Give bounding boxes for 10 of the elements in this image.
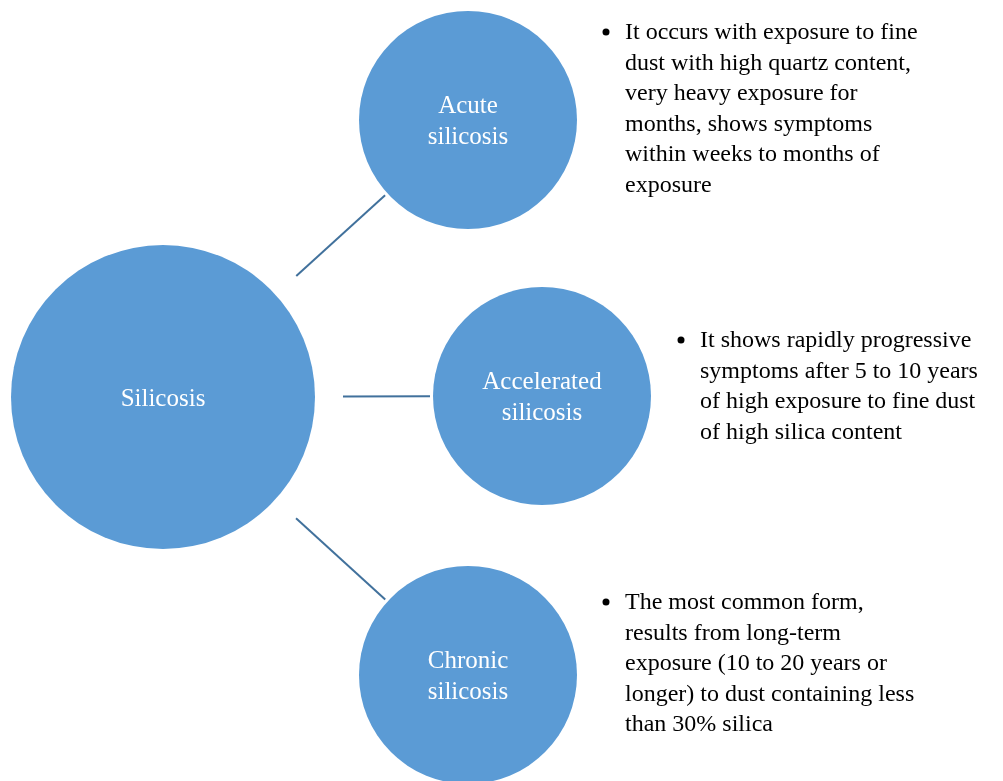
circle-label: Acute silicosis <box>426 90 510 151</box>
description-text: The most common form, results from long-term exposure (10 to 20 years or longer) to dust containing less than 30% silica <box>625 587 916 738</box>
description-text: It shows rapidly progressive symptoms after 5 to 10 years of high exposure to fine dust of high silica content <box>700 325 979 446</box>
circle-label: Chronic silicosis <box>426 645 510 706</box>
circle-label: Silicosis <box>119 382 207 413</box>
connector-line <box>295 194 387 277</box>
connector-line <box>342 395 431 398</box>
description-text: It occurs with exposure to fine dust with high quartz content, very heavy exposure for months, shows symptoms within weeks to months of exposure <box>625 17 919 199</box>
connector-line <box>295 517 387 601</box>
circle-label: Accelerated silicosis <box>481 366 603 427</box>
